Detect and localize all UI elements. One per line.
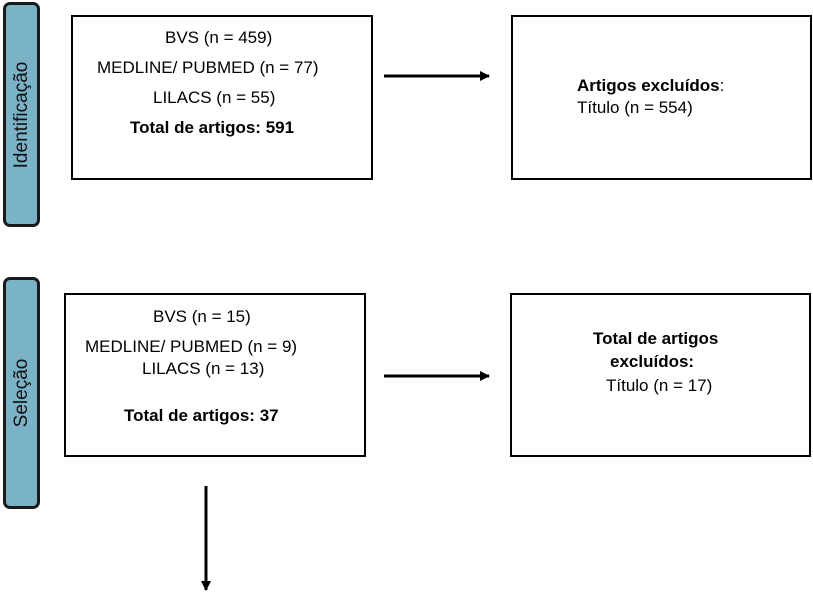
selection-excluded-heading-line1: Total de artigos (593, 329, 719, 348)
selection-lilacs-count: LILACS (n = 13) (142, 359, 265, 378)
identification-sources-box (71, 15, 373, 180)
identification-excluded-heading-colon: : (719, 76, 725, 95)
selection-bvs-count: BVS (n = 15) (153, 307, 251, 326)
identification-lilacs-count: LILACS (n = 55) (153, 88, 276, 107)
selection-sources-box (64, 293, 366, 457)
selection-medline-count: MEDLINE/ PUBMED (n = 9) (85, 337, 298, 356)
selection-total: Total de artigos: 37 (124, 406, 279, 425)
selection-excluded-detail: Título (n = 17) (606, 376, 713, 395)
stage-label-identification: Identificação (3, 2, 40, 227)
identification-excluded-detail: Título (n = 554) (577, 98, 693, 117)
identification-total: Total de artigos: 591 (130, 118, 295, 137)
identification-excluded-box (511, 15, 812, 180)
identification-excluded-heading: Artigos excluídos: (577, 76, 724, 96)
identification-excluded-heading-text: Artigos excluídos (577, 76, 720, 95)
selection-excluded-heading-line2: excluídos: (610, 352, 695, 371)
selection-excluded-box (510, 293, 811, 457)
identification-medline-count: MEDLINE/ PUBMED (n = 77) (97, 58, 319, 77)
identification-bvs-count: BVS (n = 459) (165, 28, 273, 47)
stage-label-selection: Seleção (3, 277, 40, 509)
